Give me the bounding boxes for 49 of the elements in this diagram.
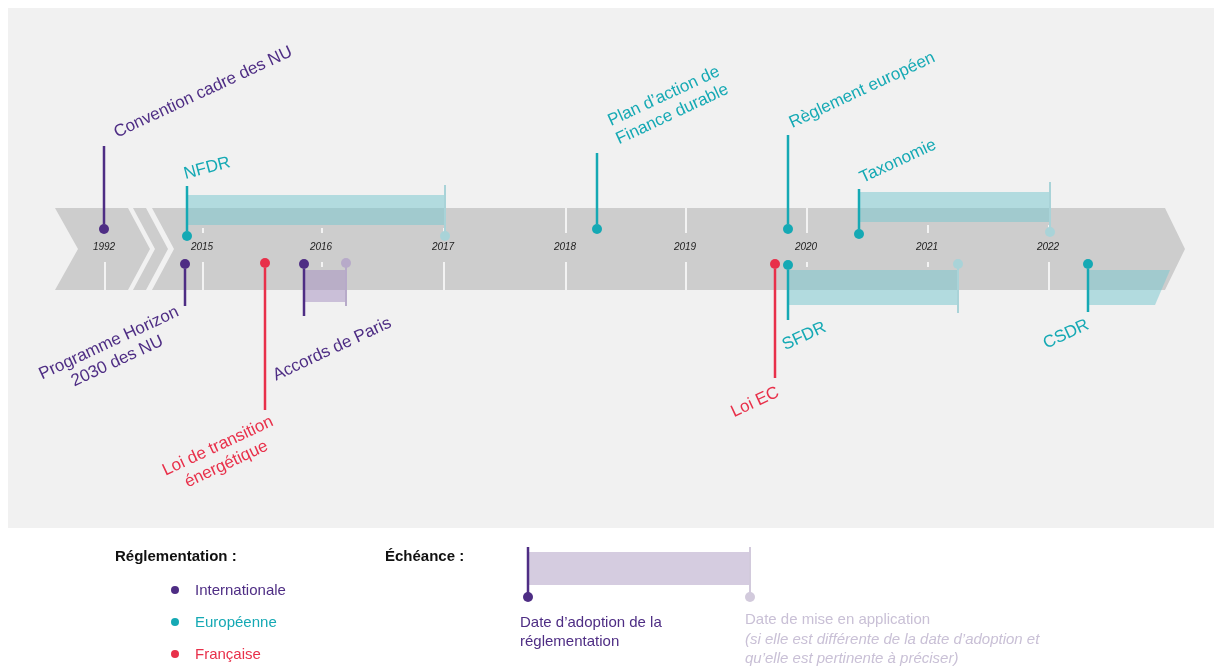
year-label: 2021 — [915, 241, 939, 252]
connector-line — [773, 269, 777, 378]
legend-heading: Échéance : — [385, 547, 465, 564]
application-period-bar — [859, 192, 1050, 222]
legend-label: Européenne — [195, 613, 277, 630]
legend-heading: Réglementation : — [115, 547, 237, 564]
connector-line — [1086, 269, 1090, 312]
event-label: Loi EC — [727, 382, 783, 422]
connector-line — [102, 146, 106, 224]
application-period-bar — [1088, 270, 1170, 305]
connector-line — [263, 268, 267, 410]
event-dot — [854, 229, 864, 239]
event-dot — [783, 260, 793, 270]
legend-label: Internationale — [195, 581, 286, 598]
event-dot — [182, 231, 192, 241]
year-label: 2018 — [553, 241, 577, 252]
event-dot — [180, 259, 190, 269]
year-label: 2016 — [309, 241, 333, 252]
year-label: 2017 — [431, 241, 455, 252]
connector-line — [857, 189, 861, 229]
event-label: SFDR — [778, 317, 830, 355]
year-label: 2022 — [1036, 241, 1060, 252]
application-period-bar — [529, 552, 750, 585]
event-dot — [783, 224, 793, 234]
event-dot — [260, 258, 270, 268]
legend-caption: Date de mise en application — [745, 610, 931, 627]
connector-line — [595, 153, 599, 224]
connector-line — [786, 135, 790, 224]
connector-line — [183, 269, 187, 306]
connector-line — [185, 186, 189, 231]
event-dot — [770, 259, 780, 269]
event-label: CSDR — [1039, 314, 1093, 354]
event-dot — [592, 224, 602, 234]
event-dot — [99, 224, 109, 234]
legend-caption: Date d’adoption de la réglementation — [520, 612, 663, 650]
application-period-bar — [187, 195, 445, 225]
event-label: NFDR — [181, 152, 233, 184]
year-label: 1992 — [92, 241, 116, 252]
event-dot — [1083, 259, 1093, 269]
event-dot — [299, 259, 309, 269]
connector-line — [786, 270, 790, 320]
connector-line — [302, 269, 306, 316]
legend-note: (si elle est différente de la date d’adoption et qu’elle est pertinente à préciser) — [745, 629, 1041, 667]
application-period-bar — [304, 270, 346, 302]
year-label: 2015 — [190, 241, 214, 252]
year-label: 2020 — [794, 241, 818, 252]
legend-label: Française — [195, 645, 261, 662]
year-label: 2019 — [673, 241, 697, 252]
application-period-bar — [788, 270, 958, 305]
